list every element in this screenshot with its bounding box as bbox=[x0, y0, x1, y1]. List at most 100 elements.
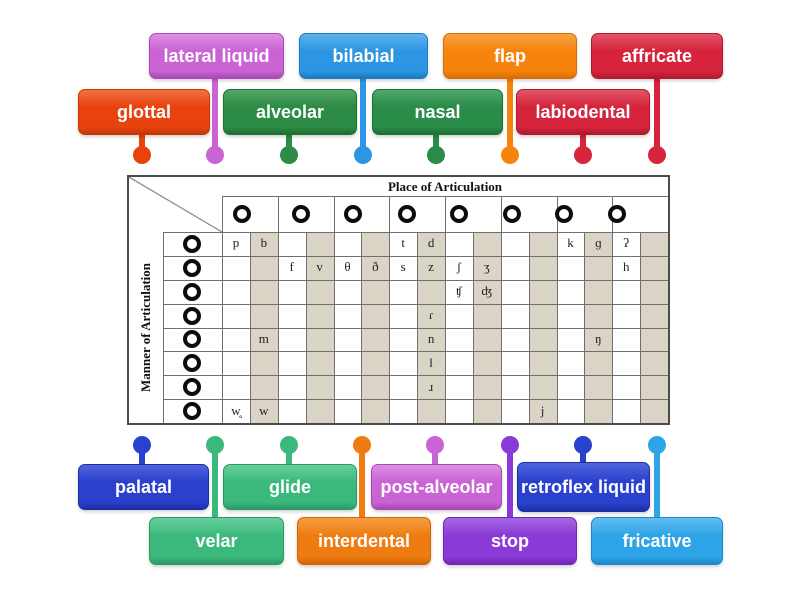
manner-target-circle[interactable] bbox=[183, 234, 201, 253]
label-text: retroflex liquid bbox=[520, 476, 646, 497]
label-nasal[interactable]: nasal bbox=[372, 89, 503, 135]
place-target-circle[interactable] bbox=[398, 205, 416, 223]
ipa-cell: θ bbox=[344, 259, 351, 275]
manner-target-circle[interactable] bbox=[183, 258, 201, 277]
ipa-cell: w bbox=[259, 402, 269, 418]
diagonal-corner-line bbox=[129, 177, 223, 233]
label-bilabial[interactable]: bilabial bbox=[299, 33, 428, 79]
ipa-cell: z bbox=[428, 259, 434, 275]
grid-line bbox=[163, 255, 668, 257]
grid-line bbox=[445, 196, 446, 232]
label-fricative[interactable]: fricative bbox=[591, 517, 723, 565]
label-text: alveolar bbox=[255, 101, 325, 122]
flap-pin-dot[interactable] bbox=[501, 146, 519, 164]
glottal-pin-dot[interactable] bbox=[133, 146, 151, 164]
ipa-cell: l bbox=[429, 354, 433, 370]
manner-target-circle[interactable] bbox=[183, 402, 201, 421]
alveolar-pin-dot[interactable] bbox=[280, 146, 298, 164]
manner-target-circle[interactable] bbox=[183, 378, 201, 397]
manner-target-circle[interactable] bbox=[183, 282, 201, 301]
label-text: labiodental bbox=[535, 101, 631, 122]
velar-pin-dot[interactable] bbox=[206, 436, 224, 454]
grid-line bbox=[163, 351, 668, 353]
interdental-pin-dot[interactable] bbox=[353, 436, 371, 454]
place-target-circle[interactable] bbox=[344, 205, 362, 223]
palatal-pin-dot[interactable] bbox=[133, 436, 151, 454]
ipa-cell: v bbox=[316, 259, 323, 275]
label-affricate[interactable]: affricate bbox=[591, 33, 723, 79]
label-retroflex-liquid[interactable]: retroflex liquid bbox=[517, 462, 650, 512]
place-target-circle[interactable] bbox=[450, 205, 468, 223]
ipa-cell: ʤ bbox=[481, 283, 493, 299]
ipa-cell: m bbox=[258, 330, 269, 346]
stop-pin-dot[interactable] bbox=[501, 436, 519, 454]
label-labiodental[interactable]: labiodental bbox=[516, 89, 650, 135]
manner-target-circle[interactable] bbox=[183, 330, 201, 349]
place-target-circle[interactable] bbox=[555, 205, 573, 223]
ipa-cell: ʧ bbox=[455, 283, 462, 299]
ipa-cell: ŋ bbox=[595, 330, 602, 346]
label-text: stop bbox=[491, 530, 529, 551]
lateral-liquid-pin-dot[interactable] bbox=[206, 146, 224, 164]
label-text: post-alveolar bbox=[380, 476, 493, 497]
label-velar[interactable]: velar bbox=[149, 517, 284, 565]
label-text: fricative bbox=[622, 530, 692, 551]
label-text: nasal bbox=[414, 101, 461, 122]
retroflex-liquid-pin-dot[interactable] bbox=[574, 436, 592, 454]
label-lateral-liquid[interactable]: lateral liquid bbox=[149, 33, 284, 79]
label-flap[interactable]: flap bbox=[443, 33, 577, 79]
label-stop[interactable]: stop bbox=[443, 517, 577, 565]
fricative-pin-dot[interactable] bbox=[648, 436, 666, 454]
ipa-cell: ɡ bbox=[595, 235, 602, 251]
ipa-cell: f bbox=[289, 259, 294, 275]
label-text: palatal bbox=[114, 476, 173, 497]
ipa-cell: ʒ bbox=[483, 259, 490, 275]
ipa-cell: ð bbox=[372, 259, 379, 275]
place-target-circle[interactable] bbox=[503, 205, 521, 223]
labiodental-pin-dot[interactable] bbox=[574, 146, 592, 164]
ipa-cell: t bbox=[401, 235, 405, 251]
label-glottal[interactable]: glottal bbox=[78, 89, 210, 135]
ipa-cell: j bbox=[540, 402, 545, 418]
ipa-cell: s bbox=[400, 259, 406, 275]
ipa-cell: ʃ bbox=[456, 259, 462, 275]
label-text: affricate bbox=[621, 45, 693, 66]
affricate-pin-dot[interactable] bbox=[648, 146, 666, 164]
label-palatal[interactable]: palatal bbox=[78, 464, 209, 510]
manner-target-circle[interactable] bbox=[183, 354, 201, 373]
grid-line bbox=[163, 375, 668, 377]
grid-line bbox=[333, 196, 335, 232]
label-text: glottal bbox=[117, 101, 171, 122]
place-target-circle[interactable] bbox=[608, 205, 626, 223]
post-alveolar-pin-dot[interactable] bbox=[426, 436, 444, 454]
label-post-alveolar[interactable]: post-alveolar bbox=[371, 464, 502, 510]
ipa-cell: ɹ bbox=[428, 378, 434, 394]
label-text: bilabial bbox=[332, 45, 395, 66]
label-text: lateral liquid bbox=[163, 45, 270, 66]
manner-target-circle[interactable] bbox=[183, 306, 201, 325]
grid-line bbox=[277, 196, 279, 232]
glide-pin-dot[interactable] bbox=[280, 436, 298, 454]
ipa-cell: p bbox=[232, 235, 240, 251]
articulation-chart: Place of Articulation Manner of Articula… bbox=[127, 175, 670, 425]
grid-line bbox=[163, 327, 668, 329]
nasal-pin-dot[interactable] bbox=[427, 146, 445, 164]
label-text: velar bbox=[195, 530, 238, 551]
label-text: interdental bbox=[317, 530, 410, 551]
manner-of-articulation-title: Manner of Articulation bbox=[138, 262, 153, 393]
label-alveolar[interactable]: alveolar bbox=[223, 89, 357, 135]
ipa-cell: d bbox=[427, 235, 435, 251]
label-glide[interactable]: glide bbox=[223, 464, 357, 510]
label-interdental[interactable]: interdental bbox=[297, 517, 431, 565]
bilabial-pin-dot[interactable] bbox=[354, 146, 372, 164]
grid-line bbox=[222, 196, 223, 423]
place-target-circle[interactable] bbox=[233, 205, 251, 223]
place-target-circle[interactable] bbox=[292, 205, 310, 223]
grid-line bbox=[163, 303, 668, 305]
ipa-cell: n bbox=[427, 330, 435, 346]
ipa-cell: ʔ bbox=[623, 235, 630, 251]
ipa-cell: ɾ bbox=[428, 307, 434, 323]
grid-line bbox=[163, 279, 668, 281]
